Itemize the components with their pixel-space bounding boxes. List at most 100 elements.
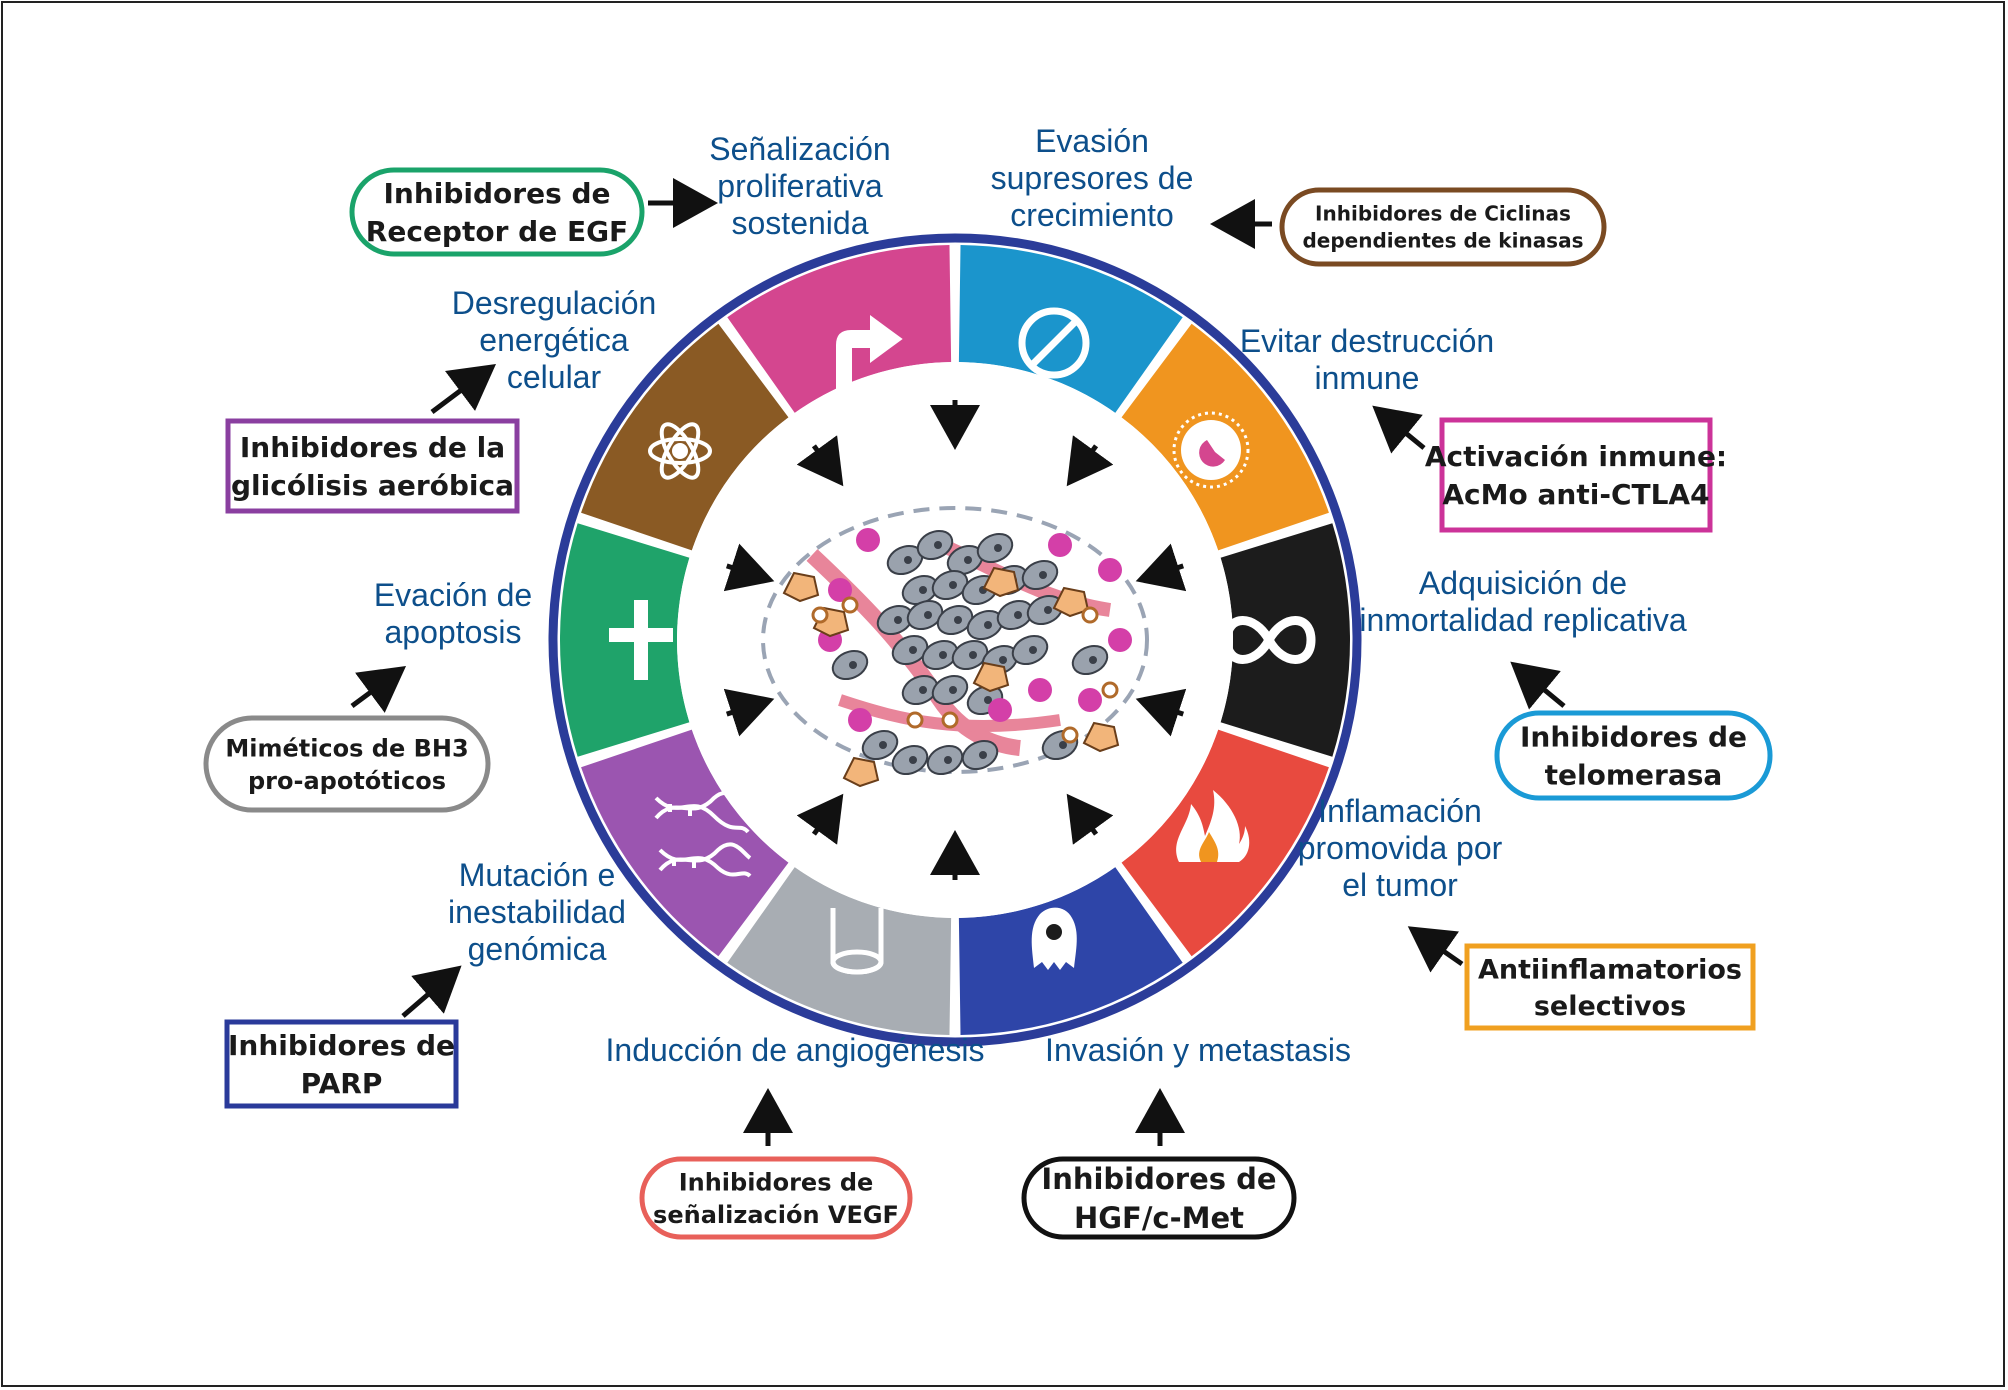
hallmark-label-angiogenesis: Inducción de angiogénesis: [606, 1032, 985, 1068]
fibroblast-cell: [1082, 721, 1120, 753]
therapy-label-line: PARP: [301, 1067, 383, 1100]
small-cell: [841, 596, 859, 614]
cell-nucleus: [909, 646, 917, 654]
cell-nucleus: [919, 686, 927, 694]
immune-cell: [828, 578, 852, 602]
cell-nucleus: [954, 616, 962, 624]
cell-nucleus: [964, 556, 972, 564]
hallmark-label-line: sostenida: [732, 205, 869, 241]
hallmark-label-line: apoptosis: [385, 614, 522, 650]
therapy-label-line: Inhibidores de Ciclinas: [1315, 202, 1571, 226]
therapy-connector-arrows: [350, 178, 1566, 1146]
therapy-arrow: [1510, 661, 1566, 710]
therapy-box-border: [1494, 710, 1773, 801]
fibroblast-cell: [842, 756, 880, 788]
tumor-microenvironment-illustration: [761, 506, 1149, 788]
therapy-box-border: [203, 715, 491, 813]
therapy-label-line: Inhibidores de: [1520, 721, 1747, 754]
hallmark-label-line: energética: [479, 322, 629, 358]
vessel-icon: [830, 908, 884, 975]
hallmark-label-line: inestabilidad: [448, 894, 626, 930]
cell-nucleus: [979, 751, 987, 759]
therapy-label-line: dependientes de kinasas: [1302, 229, 1583, 253]
segment-immune: [727, 245, 952, 413]
inward-arrow: [796, 435, 844, 487]
inward-arrow: [1135, 688, 1187, 737]
immune-cell: [848, 708, 872, 732]
cell-nucleus: [984, 621, 992, 629]
inward-arrow: [723, 543, 775, 592]
cell-nucleus: [924, 611, 932, 619]
therapy-label-line: señalización VEGF: [653, 1201, 899, 1229]
cell-nucleus: [949, 581, 957, 589]
immune-cell: [1098, 558, 1122, 582]
therapy-box-border: [224, 1019, 459, 1109]
cell-nucleus: [1089, 656, 1097, 664]
segment-apoptosis: [727, 867, 952, 1035]
cell-nucleus: [909, 756, 917, 764]
hallmark-label-line: crecimiento: [1010, 197, 1174, 233]
therapy-box-border: [349, 167, 645, 257]
cell-nucleus: [1044, 606, 1052, 614]
inward-arrow: [723, 688, 775, 737]
therapy-box-border: [1021, 1156, 1297, 1240]
hallmark-label-line: celular: [507, 359, 602, 395]
therapy-label-cdk: Inhibidores de Ciclinas dependientes de k…: [1302, 202, 1583, 253]
therapy-arrow: [1407, 926, 1464, 973]
small-cell: [1061, 726, 1079, 744]
hallmark-label-line: promovida por: [1298, 830, 1503, 866]
small-cell: [1101, 681, 1119, 699]
hallmark-label-line: supresores de: [991, 160, 1194, 196]
hallmark-label-line: inmune: [1315, 360, 1420, 396]
therapy-arrow: [350, 666, 407, 713]
cell-nucleus: [994, 544, 1002, 552]
cell-nucleus: [939, 651, 947, 659]
metastasis-cell-icon: [1031, 907, 1077, 970]
therapy-box-border: [1439, 417, 1713, 533]
hallmark-label-line: Evasión: [1035, 123, 1149, 159]
cell-nucleus: [1039, 571, 1047, 579]
therapy-label-line: HGF/c-Met: [1074, 1201, 1244, 1235]
fibroblast-cell: [972, 661, 1010, 693]
fibroblast-cell: [1052, 586, 1090, 618]
cell-nucleus: [999, 656, 1007, 664]
cell-nucleus: [849, 661, 857, 669]
hallmark-label-line: Señalización: [709, 131, 890, 167]
therapy-label-ctla4: Activación inmune:AcMo anti-CTLA4: [1425, 440, 1727, 511]
therapy-label-line: Antiinflamatorios: [1478, 954, 1742, 985]
therapy-label-line: Inhibidores de: [1041, 1162, 1276, 1196]
inward-arrows: [723, 400, 1187, 880]
hallmark-label-line: Evación de: [374, 577, 532, 613]
fibroblast-cell: [982, 566, 1020, 598]
small-cell: [906, 711, 924, 729]
segment-invasion: [1220, 523, 1351, 757]
therapy-box-border: [639, 1156, 913, 1240]
therapy-box-hgf: Inhibidores de HGF/c-Met: [1021, 1156, 1297, 1240]
therapy-label-line: AcMo anti-CTLA4: [1442, 478, 1709, 511]
hallmark-label-line: Inducción de angiogénesis: [606, 1032, 985, 1068]
hallmark-label-invasion: Invasión y metastasis: [1045, 1032, 1351, 1068]
cell-nucleus: [949, 686, 957, 694]
cell-nucleus: [894, 616, 902, 624]
fibroblast-cell: [782, 571, 820, 603]
cell-nucleus: [879, 741, 887, 749]
hallmark-label-line: Invasión y metastasis: [1045, 1032, 1351, 1068]
immune-cell: [1028, 678, 1052, 702]
therapy-arrow: [1372, 405, 1426, 454]
